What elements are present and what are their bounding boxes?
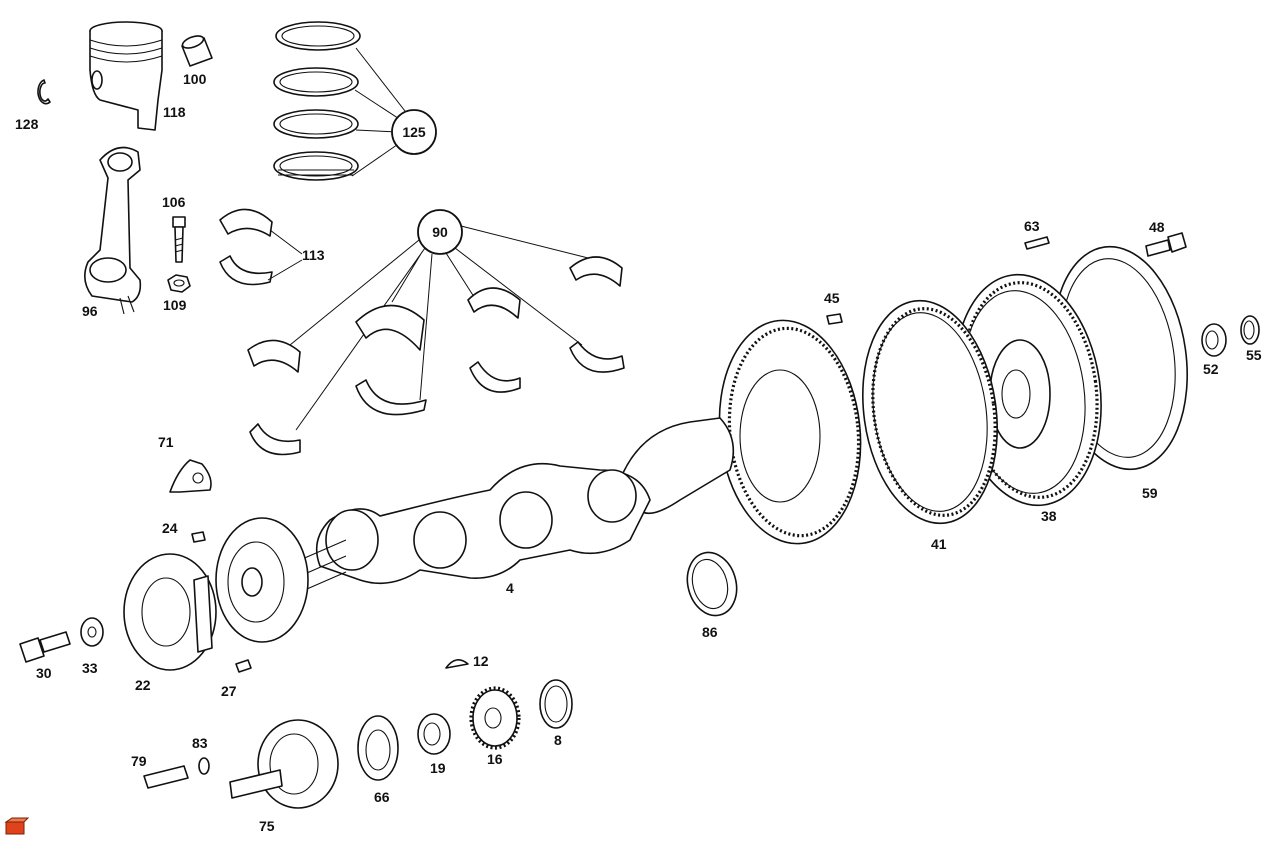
piston-118[interactable] [89, 21, 163, 131]
label-63: 63 [1024, 218, 1040, 234]
label-86: 86 [702, 624, 718, 640]
piston-pin-100[interactable] [181, 34, 213, 67]
label-8: 8 [554, 732, 562, 748]
bolt-30[interactable] [19, 631, 71, 663]
label-71: 71 [158, 434, 174, 450]
label-4: 4 [506, 580, 514, 596]
washer-33[interactable] [80, 617, 104, 647]
label-106: 106 [162, 194, 186, 210]
crankshaft-4[interactable] [299, 313, 871, 593]
label-118: 118 [163, 104, 186, 120]
label-59: 59 [1142, 485, 1158, 501]
label-125: 125 [402, 124, 426, 140]
label-45: 45 [824, 290, 840, 306]
label-30: 30 [36, 665, 52, 681]
label-109: 109 [163, 297, 187, 313]
label-19: 19 [430, 760, 446, 776]
label-79: 79 [131, 753, 147, 769]
rod-bearing-shells-113[interactable] [219, 208, 273, 286]
bolt-48[interactable] [1145, 232, 1187, 257]
label-27: 27 [221, 683, 237, 699]
label-38: 38 [1041, 508, 1057, 524]
sleeve-8[interactable] [539, 679, 573, 729]
label-96: 96 [82, 303, 98, 319]
label-24: 24 [162, 520, 178, 536]
label-41: 41 [931, 536, 947, 552]
callout-90 [417, 209, 463, 255]
seal-55[interactable] [1240, 315, 1260, 345]
pin-45[interactable] [826, 313, 843, 325]
label-33: 33 [82, 660, 98, 676]
pin-24[interactable] [191, 531, 206, 543]
label-22: 22 [135, 677, 151, 693]
label-75: 75 [259, 818, 275, 834]
seal-ring-66[interactable] [357, 715, 399, 781]
key-12[interactable] [445, 659, 469, 669]
rod-bolt-106[interactable] [172, 216, 186, 263]
callout-125 [391, 109, 437, 155]
bearing-52[interactable] [1201, 323, 1227, 357]
hub-22[interactable] [123, 553, 217, 671]
main-bearing-shells-90[interactable] [247, 256, 625, 456]
label-100: 100 [183, 71, 207, 87]
bolt-79[interactable] [143, 765, 189, 789]
label-90: 90 [432, 224, 448, 240]
rod-nut-109[interactable] [167, 274, 191, 293]
ring-gear-41[interactable] [849, 292, 1011, 532]
thrust-ring-86[interactable] [681, 547, 744, 621]
washer-83[interactable] [198, 757, 210, 775]
label-66: 66 [374, 789, 390, 805]
label-16: 16 [487, 751, 503, 767]
vibration-damper-front[interactable] [215, 517, 309, 643]
bracket-71[interactable] [169, 459, 212, 493]
label-55: 55 [1246, 347, 1262, 363]
label-48: 48 [1149, 219, 1165, 235]
piston-rings-125[interactable] [273, 21, 361, 181]
label-12: 12 [473, 653, 489, 669]
corner-badge-icon [4, 817, 30, 835]
hub-75[interactable] [229, 719, 339, 809]
dowel-pin-63[interactable] [1024, 236, 1050, 250]
label-83: 83 [192, 735, 208, 751]
label-52: 52 [1203, 361, 1219, 377]
circlip-128[interactable] [37, 79, 51, 105]
sprocket-16[interactable] [469, 686, 521, 750]
spacer-19[interactable] [417, 713, 451, 755]
connecting-rod-96[interactable] [84, 146, 142, 315]
label-113: 113 [302, 247, 325, 263]
pin-27[interactable] [235, 659, 252, 673]
label-128: 128 [15, 116, 39, 132]
